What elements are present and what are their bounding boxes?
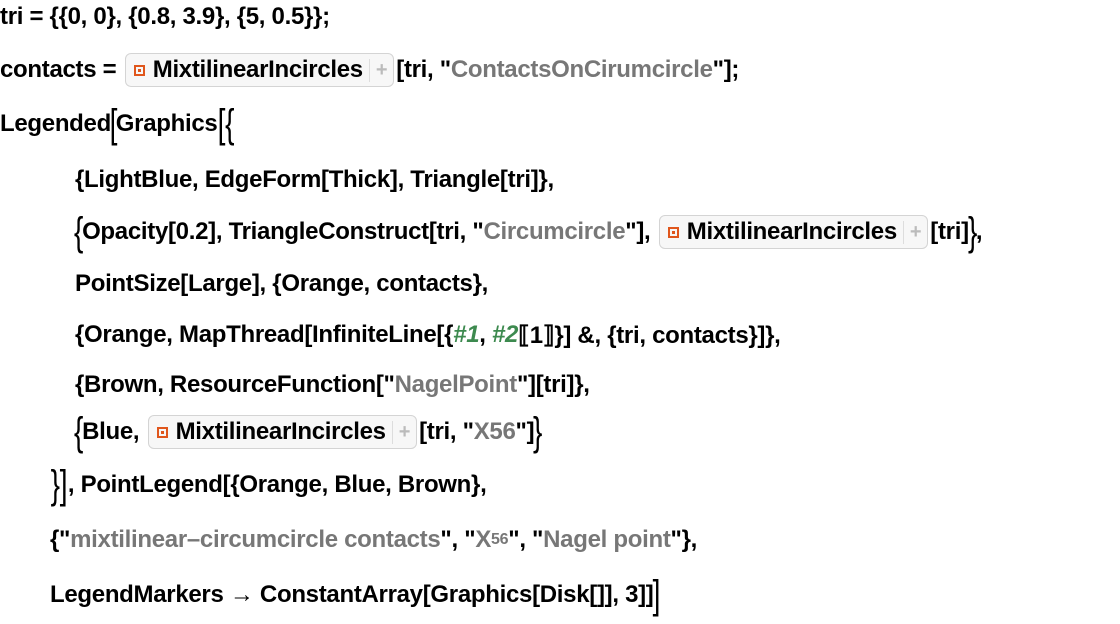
code-text: "] [515, 418, 535, 445]
bracket: ] [652, 573, 660, 617]
code-text: LegendMarkers → ConstantArray[Graphics[D… [50, 581, 654, 608]
string-literal: X [475, 526, 492, 553]
code-text: , PointLegend[{Orange, Blue, Brown}, [67, 471, 487, 498]
code-text: contacts = [0, 56, 123, 83]
bracket: { [73, 210, 84, 254]
code-text: ⟦1⟧}] &, {tri, contacts}]}, [518, 321, 781, 349]
slot-symbol: #2 [492, 321, 519, 348]
code-text: [tri] [930, 218, 969, 245]
bracket: } [533, 410, 543, 454]
code-line[interactable]: {Opacity[0.2], TriangleConstruct[tri, "C… [73, 210, 983, 254]
code-text: Blue, [82, 418, 146, 445]
code-text: "][tri]}, [516, 371, 590, 398]
code-text: {LightBlue, EdgeForm[Thick], Triangle[tr… [75, 166, 554, 193]
code-line[interactable]: }], PointLegend[{Orange, Blue, Brown}, [50, 463, 487, 507]
resource-icon [133, 64, 145, 76]
resource-function-name: MixtilinearIncircles [152, 56, 363, 83]
code-text: [tri, " [419, 418, 474, 445]
bracket: [{ [218, 102, 235, 146]
code-line[interactable]: Legended[Graphics[{ [0, 104, 235, 144]
code-line[interactable]: {"mixtilinear–circumcircle contacts", "X… [50, 520, 697, 560]
code-text: ", " [508, 526, 544, 553]
bracket: [ [109, 102, 118, 146]
code-text: tri = {{0, 0}, {0.8, 3.9}, {5, 0.5}}; [0, 3, 330, 30]
code-line[interactable]: LegendMarkers → ConstantArray[Graphics[D… [50, 573, 660, 617]
string-literal: ContactsOnCirumcircle [450, 56, 713, 83]
code-text: PointSize[Large], {Orange, contacts}, [75, 270, 488, 297]
bracket: }] [50, 463, 68, 507]
code-text: , [975, 218, 983, 245]
resource-icon [667, 226, 679, 238]
resource-function-name: MixtilinearIncircles [175, 418, 386, 445]
code-text: Legended [0, 110, 111, 137]
string-literal: Nagel point [543, 526, 671, 553]
code-text: {Brown, ResourceFunction[" [75, 371, 395, 398]
subscript: 56 [491, 531, 509, 548]
code-text: {" [50, 526, 71, 553]
string-literal: mixtilinear–circumcircle contacts [70, 526, 441, 553]
code-line[interactable]: {Orange, MapThread[InfiniteLine[{#1, #2⟦… [75, 315, 781, 355]
code-line[interactable]: {Blue, MixtilinearIncircles+[tri, "X56"]… [73, 410, 543, 454]
code-text: "], [625, 218, 657, 245]
expand-plus-icon[interactable]: + [368, 58, 393, 82]
code-text: , [479, 321, 492, 348]
code-text: {Orange, MapThread[InfiniteLine[{ [75, 321, 454, 348]
code-line[interactable]: {Brown, ResourceFunction["NagelPoint"][t… [75, 365, 590, 405]
resource-function-box[interactable]: MixtilinearIncircles+ [658, 215, 929, 249]
string-literal: X56 [473, 418, 516, 445]
code-text: [tri, " [396, 56, 451, 83]
code-text: Graphics [115, 110, 218, 137]
resource-icon [156, 426, 168, 438]
string-literal: Circumcircle [483, 218, 626, 245]
code-line[interactable]: tri = {{0, 0}, {0.8, 3.9}, {5, 0.5}}; [0, 0, 330, 37]
code-line[interactable]: contacts = MixtilinearIncircles+[tri, "C… [0, 50, 739, 90]
bracket: { [73, 410, 84, 454]
code-text: "}, [670, 526, 698, 553]
resource-function-box[interactable]: MixtilinearIncircles+ [147, 415, 418, 449]
string-literal: NagelPoint [394, 371, 518, 398]
slot-symbol: #1 [453, 321, 480, 348]
expand-plus-icon[interactable]: + [391, 420, 416, 444]
expand-plus-icon[interactable]: + [902, 220, 927, 244]
bracket: } [967, 210, 977, 254]
code-text: ", " [440, 526, 476, 553]
code-text: "]; [712, 56, 740, 83]
code-line[interactable]: {LightBlue, EdgeForm[Thick], Triangle[tr… [75, 160, 554, 200]
code-line[interactable]: PointSize[Large], {Orange, contacts}, [75, 264, 488, 304]
resource-function-name: MixtilinearIncircles [686, 218, 897, 245]
resource-function-box[interactable]: MixtilinearIncircles+ [124, 53, 395, 87]
code-text: Opacity[0.2], TriangleConstruct[tri, " [82, 218, 484, 245]
